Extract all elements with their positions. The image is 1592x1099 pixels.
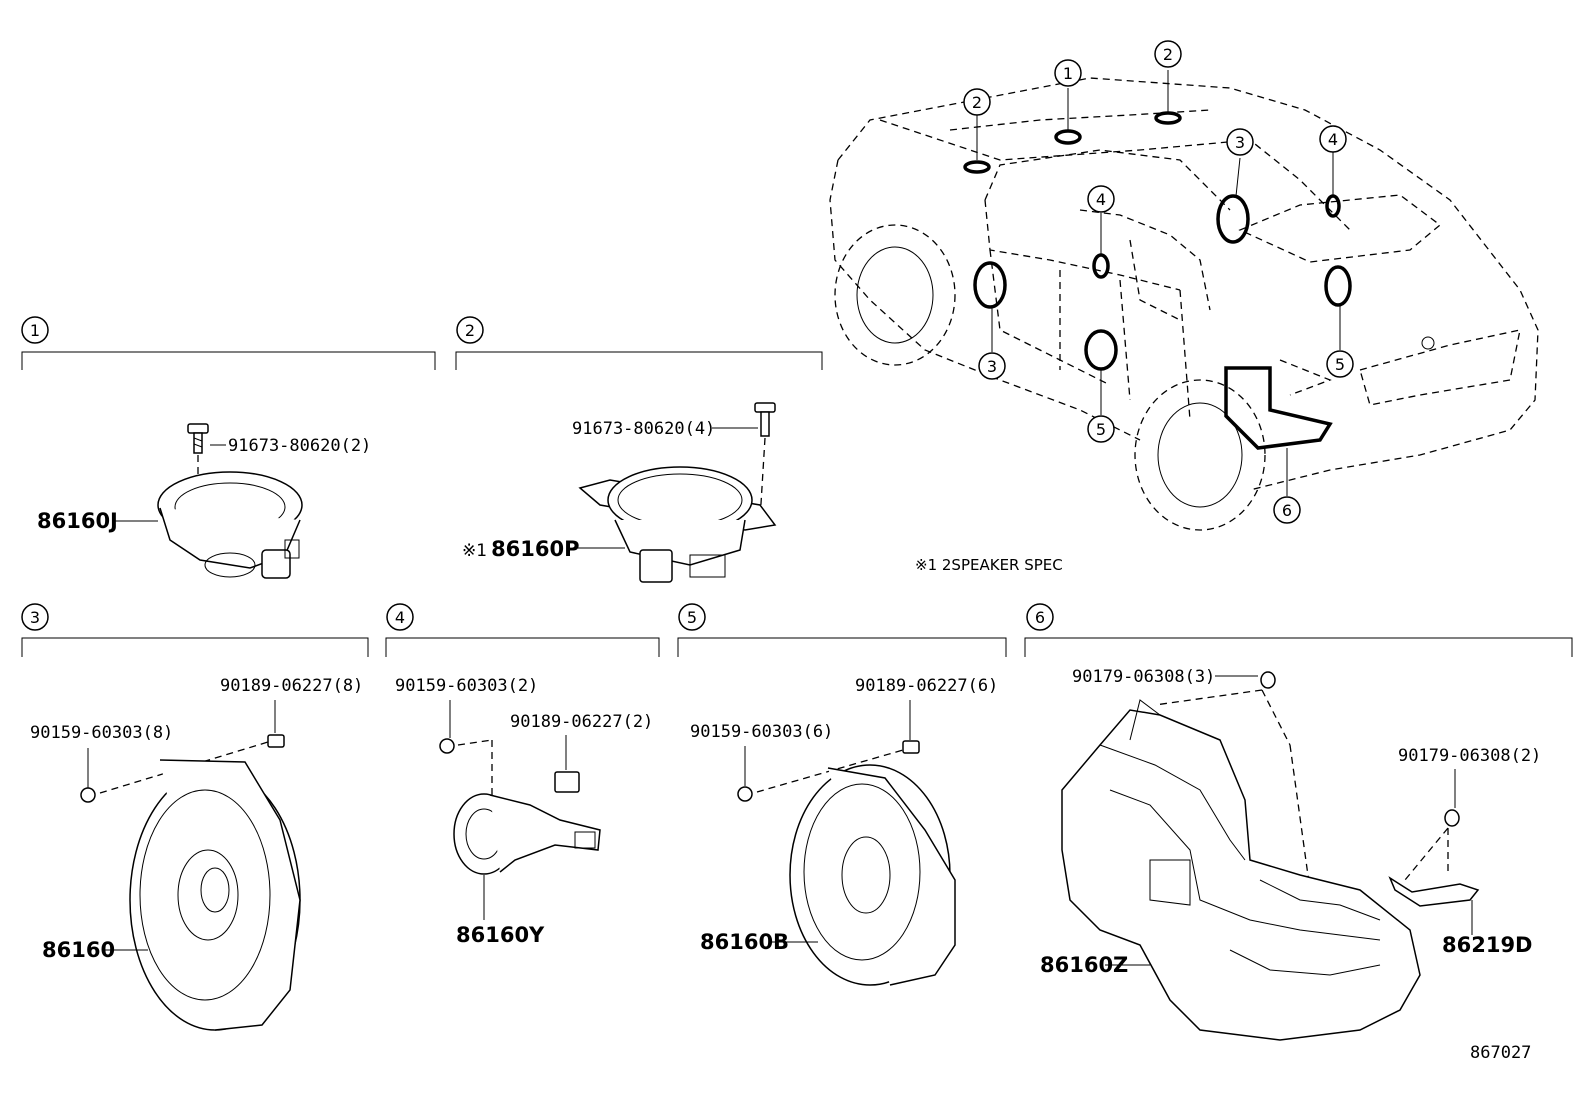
svg-text:3: 3: [30, 608, 40, 627]
diagram-id: 867027: [1470, 1043, 1531, 1063]
part-86219D: 86219D: [1442, 933, 1533, 957]
section-6-badge: [1026, 603, 1054, 631]
section-3-badge: [21, 603, 49, 631]
section-3: 3 90189-06227(8) 90159-60303(8) 86160: [21, 603, 369, 1031]
car-callout-4b: 4: [1087, 185, 1115, 213]
part-90179-06308-2: 90179-06308(2): [1398, 746, 1541, 766]
car-callout-3a: 3: [1226, 128, 1254, 156]
svg-text:1: 1: [1063, 64, 1073, 83]
svg-text:5: 5: [1096, 420, 1106, 439]
svg-text:2: 2: [1163, 45, 1173, 64]
part-90159-60303-6: 90159-60303(6): [690, 722, 833, 742]
car-callout-2b: 2: [1154, 40, 1182, 68]
car-callout-2a: 2: [963, 88, 991, 116]
svg-text:3: 3: [1235, 133, 1245, 152]
svg-text:4: 4: [1096, 190, 1106, 209]
part-86160: 86160: [42, 938, 115, 962]
part-90189-06227-6: 90189-06227(6): [855, 676, 998, 696]
car-callout-6: 6: [1273, 496, 1301, 524]
car-callout-4a: 4: [1319, 125, 1347, 153]
car-callout-5a: 5: [1326, 350, 1354, 378]
car-callout-5b: 5: [1087, 415, 1115, 443]
svg-text:2: 2: [465, 321, 475, 340]
part-90179-06308-3: 90179-06308(3): [1072, 667, 1215, 687]
part-86160B: 86160B: [700, 930, 789, 954]
svg-text:4: 4: [395, 608, 405, 627]
part-91673-80620-4: 91673-80620(4): [572, 419, 715, 439]
part-90189-06227-2: 90189-06227(2): [510, 712, 653, 732]
car-callout-1: 1: [1054, 59, 1082, 87]
section-4-badge: [386, 603, 414, 631]
section-5-badge: [678, 603, 706, 631]
spec-note: ※1 2SPEAKER SPEC: [915, 556, 1063, 574]
section-2-badge: [456, 316, 484, 344]
svg-text:1: 1: [30, 321, 40, 340]
svg-text:5: 5: [1335, 355, 1345, 374]
part-90159-60303-2: 90159-60303(2): [395, 676, 538, 696]
section-6: 6 90179-06308(3) 86160Z 90179-06308(2) 8…: [1024, 603, 1573, 1041]
svg-text:3: 3: [987, 357, 997, 376]
section-5: 5 90189-06227(6) 90159-60303(6) 86160B: [677, 603, 1007, 986]
vehicle-illustration: [829, 70, 1539, 531]
car-callout-3b: 3: [978, 352, 1006, 380]
section-4: 4 90159-60303(2) 90189-06227(2) 86160Y: [385, 603, 660, 947]
part-86160J: 86160J: [37, 509, 118, 533]
part-91673-80620-2: 91673-80620(2): [228, 436, 371, 456]
section-1-badge: [21, 316, 49, 344]
part-90159-60303-8: 90159-60303(8): [30, 723, 173, 743]
part-86160Y: 86160Y: [456, 923, 545, 947]
svg-text:2: 2: [972, 93, 982, 112]
section-1: 1 91673-80620(2) 86160J: [21, 316, 436, 579]
part-90189-06227-8: 90189-06227(8): [220, 676, 363, 696]
part-86160Z: 86160Z: [1040, 953, 1128, 977]
svg-text:6: 6: [1035, 608, 1045, 627]
svg-text:4: 4: [1328, 130, 1338, 149]
svg-text:5: 5: [687, 608, 697, 627]
svg-text:6: 6: [1282, 501, 1292, 520]
